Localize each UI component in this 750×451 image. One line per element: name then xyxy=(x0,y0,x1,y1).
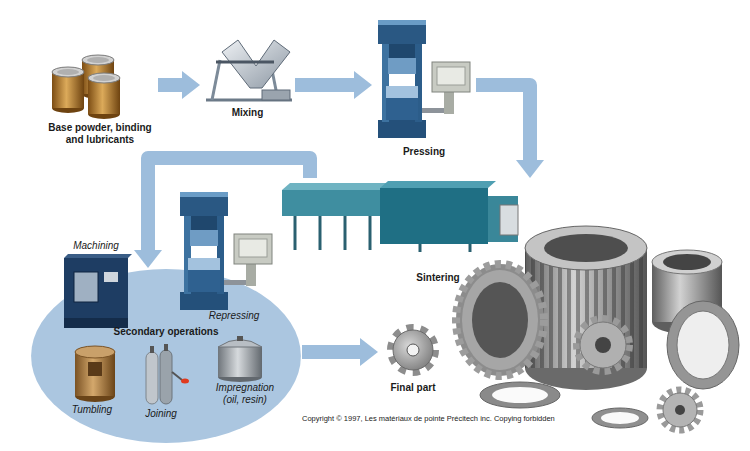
arrow-shaft xyxy=(302,345,361,359)
node-label: Base powder, binding and lubricants xyxy=(42,122,158,146)
flow-arrow xyxy=(295,71,372,99)
operation-icon: Tumbling xyxy=(58,342,126,420)
label-block: Base powder, binding and lubricants xyxy=(42,122,158,146)
small-gear xyxy=(577,319,629,371)
node-label: Secondary operations xyxy=(70,326,262,338)
flow-arrow xyxy=(476,85,544,178)
flow-arrow xyxy=(158,71,200,99)
label-block: Sintering xyxy=(378,272,498,284)
mixer xyxy=(206,40,292,100)
node-label: Sintering xyxy=(378,272,498,284)
label-block: Machining xyxy=(58,240,134,252)
can xyxy=(88,73,120,119)
press-body xyxy=(378,20,470,138)
furnace xyxy=(282,181,518,252)
press-body xyxy=(180,192,272,310)
operation-icon: Repressing xyxy=(172,188,276,324)
node-label: Final part xyxy=(378,382,448,394)
node-label: Machining xyxy=(58,240,134,252)
arrow-head xyxy=(360,338,378,366)
node-label: Mixing xyxy=(200,107,295,119)
operations-ellipse: Secondary operations Machining Repressin… xyxy=(30,268,302,444)
label-block: Pressing xyxy=(372,146,476,158)
can xyxy=(82,55,114,99)
arrow-shaft xyxy=(158,78,183,92)
arrow-shaft xyxy=(476,85,530,161)
arrow-head xyxy=(182,71,200,99)
operation-icon: Impregnation (oil, resin) xyxy=(202,336,288,410)
operation-icon: Machining xyxy=(58,240,134,332)
stage-icon: Pressing xyxy=(372,18,476,164)
label-block: Mixing xyxy=(200,107,295,119)
cylinders xyxy=(146,344,189,404)
label-block: Secondary operations xyxy=(70,326,262,338)
gear xyxy=(391,328,435,372)
label-block: Joining xyxy=(130,408,192,420)
node-label: Joining xyxy=(130,408,192,420)
label-block: Repressing xyxy=(194,310,274,322)
label-block: Impregnation (oil, resin) xyxy=(210,382,280,406)
operation-icon: Joining xyxy=(130,342,192,422)
flat-ring xyxy=(592,408,648,428)
final-part-icon: Final part xyxy=(378,322,448,397)
stage-icon: Base powder, binding and lubricants xyxy=(42,52,158,152)
gear-ring xyxy=(456,264,544,376)
node-label: Repressing xyxy=(194,310,274,322)
arrow-head xyxy=(134,250,162,268)
node-label: Impregnation (oil, resin) xyxy=(210,382,280,406)
flow-arrow xyxy=(302,338,378,366)
drum xyxy=(75,346,115,402)
ring xyxy=(667,301,739,389)
arrow-head xyxy=(516,160,544,178)
copyright-note: Copyright © 1997, Les matériaux de point… xyxy=(300,414,557,423)
ellipse-shape xyxy=(31,269,301,443)
label-block: Tumbling xyxy=(58,404,126,416)
can xyxy=(52,67,84,113)
label-block: Final part xyxy=(378,382,448,394)
flow-arrow xyxy=(134,158,310,268)
arrow-shaft xyxy=(295,78,355,92)
arrow-head xyxy=(354,71,372,99)
arrow-shaft xyxy=(148,158,310,251)
stage-icon: Sintering xyxy=(278,178,546,290)
node-label: Pressing xyxy=(372,146,476,158)
pot xyxy=(218,336,262,382)
small-gear xyxy=(660,390,700,430)
flat-ring xyxy=(480,382,560,408)
machine xyxy=(64,254,132,328)
stage-icon: Mixing xyxy=(200,35,295,125)
node-label: Tumbling xyxy=(58,404,126,416)
